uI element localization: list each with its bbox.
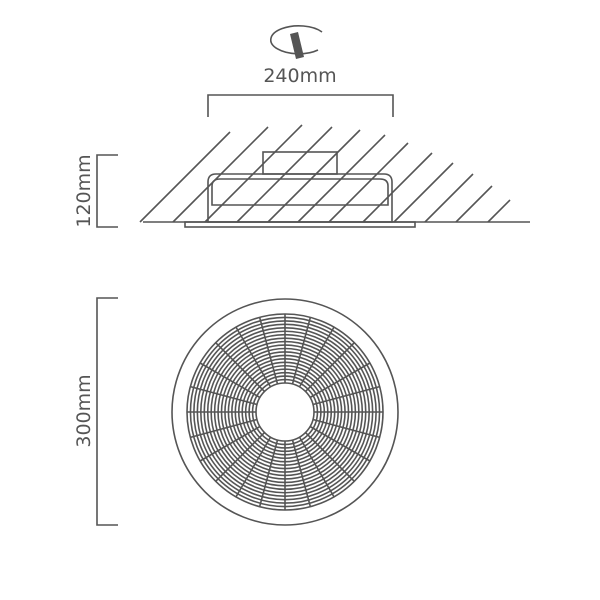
height-dimension-bracket <box>96 154 118 228</box>
grille-spoke <box>190 385 258 406</box>
grille-spoke <box>235 326 272 388</box>
grille-spoke <box>190 418 258 439</box>
grille-spoke <box>309 425 371 462</box>
grille-spoke <box>298 326 335 388</box>
hatch-line <box>424 173 474 223</box>
grille-spoke <box>235 436 272 498</box>
grille-spoke <box>258 317 279 385</box>
hatch-line <box>455 185 493 223</box>
grille-spoke <box>304 431 355 482</box>
grille-spoke <box>215 431 266 482</box>
diameter-dimension-bracket <box>96 297 118 526</box>
width-dimension-bracket <box>207 94 394 117</box>
grille-ring <box>255 382 315 442</box>
grille-spoke <box>298 436 335 498</box>
grille-spoke <box>258 439 279 507</box>
height-label: 120mm <box>73 154 95 227</box>
grille-spoke <box>291 439 312 507</box>
grille-spoke <box>199 425 261 462</box>
grille-spoke <box>215 342 266 393</box>
outer-rim <box>171 298 399 526</box>
rotate-install-icon <box>269 25 323 59</box>
fixture-side-view <box>143 151 530 228</box>
hatch-line <box>487 199 511 223</box>
grille-spoke <box>291 317 312 385</box>
hatch-line <box>393 162 454 223</box>
hatch-line <box>139 131 231 223</box>
width-label: 240mm <box>263 65 336 87</box>
diameter-label: 300mm <box>73 374 95 447</box>
hatch-line <box>328 142 409 223</box>
hatch-line <box>362 152 433 223</box>
grille-spoke <box>312 418 380 439</box>
grille-spoke <box>304 342 355 393</box>
fan-grille <box>171 298 399 526</box>
grille-spoke <box>312 385 380 406</box>
grille-spoke <box>199 362 261 399</box>
hatch-line <box>267 129 361 223</box>
grille-spoke <box>309 362 371 399</box>
